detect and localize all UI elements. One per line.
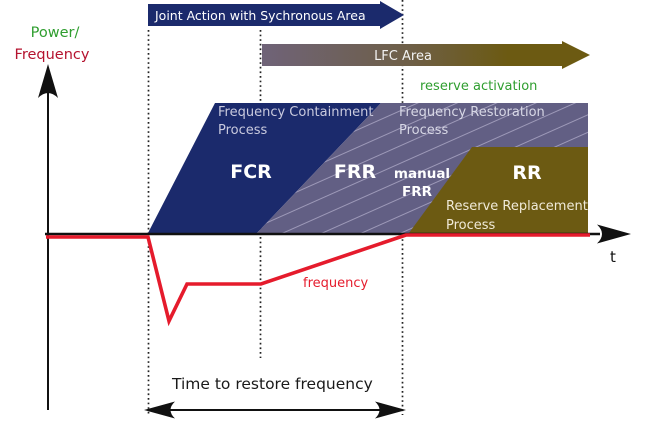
- joint-action-label: Joint Action with Sychronous Area: [154, 8, 366, 23]
- y-axis-label-frequency: Frequency: [15, 47, 90, 63]
- frequency-curve-label: frequency: [303, 276, 369, 291]
- rrp-region: [409, 147, 588, 233]
- fcp-name-line2: Process: [218, 123, 268, 138]
- fcp-name-line1: Frequency Containment: [218, 105, 373, 120]
- time-restore-arrowhead-left-icon: [144, 401, 175, 419]
- fcp-region: [148, 103, 381, 233]
- x-axis-label: t: [610, 248, 616, 266]
- frr-abbr-label: FRR: [334, 161, 377, 183]
- frp-name-line2: Process: [399, 123, 449, 138]
- fcr-abbr-label: FCR: [230, 161, 272, 183]
- reserve-activation-label: reserve activation: [420, 79, 537, 94]
- y-axis-label-power: Power/: [31, 25, 80, 41]
- frp-name-line1: Frequency Restoration: [399, 105, 545, 120]
- rrp-name-line1: Reserve Replacement: [446, 199, 588, 214]
- manual-frr-line1: manual: [394, 166, 450, 182]
- frequency-curve: [46, 233, 590, 327]
- lfc-area-arrow: [262, 41, 590, 69]
- rr-abbr-label: RR: [512, 162, 542, 184]
- manual-frr-line2: FRR: [402, 184, 433, 200]
- time-restore-arrowhead-right-icon: [375, 401, 406, 419]
- lfc-area-label: LFC Area: [374, 49, 432, 64]
- time-to-restore-label: Time to restore frequency: [171, 375, 373, 393]
- rrp-name-line2: Process: [446, 218, 496, 233]
- x-axis-arrowhead-icon: [597, 224, 631, 244]
- y-axis-arrowhead-icon: [38, 64, 58, 98]
- joint-action-arrow: [148, 1, 404, 29]
